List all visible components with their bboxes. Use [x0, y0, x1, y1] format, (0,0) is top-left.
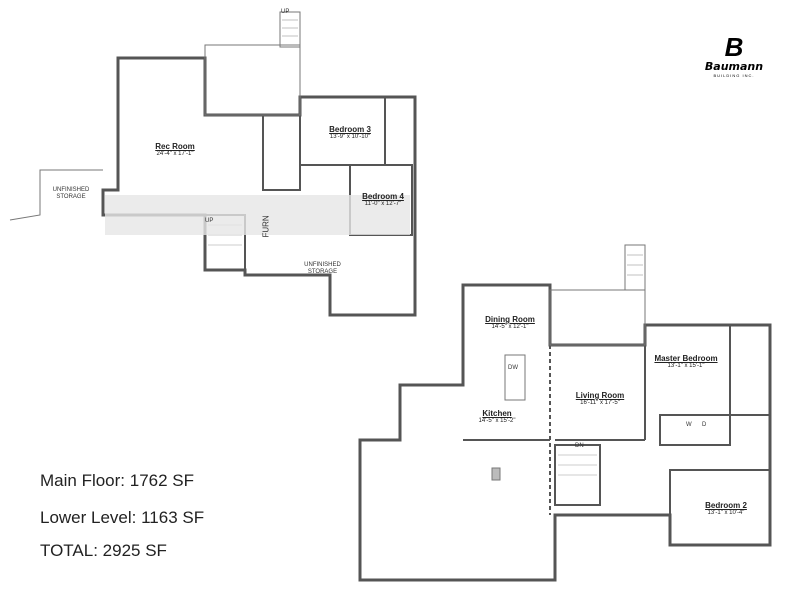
label-dryer: D: [702, 422, 707, 428]
label-up-top: UP: [281, 9, 290, 15]
label-unfinished-storage-left: UNFINISHED STORAGE: [52, 187, 90, 200]
lower-bath-walls: [262, 114, 301, 191]
lower-hallway-shading: [105, 195, 410, 235]
main-stairs-walls: [554, 444, 601, 506]
lower-deck: [204, 44, 301, 116]
main-floor-area: Main Floor: 1762 SF: [40, 471, 195, 490]
label-up-stair: UP: [205, 218, 214, 224]
garage-post: [491, 467, 501, 481]
unfinished-storage-left-outline: [9, 169, 103, 221]
label-dishwasher: DW: [508, 365, 518, 371]
kitchen-island: [504, 354, 526, 401]
total-area: TOTAL: 2925 SF: [40, 541, 167, 560]
label-furnace: FURN: [261, 215, 271, 238]
brand-name: Baumann: [704, 60, 764, 73]
main-deck: [549, 289, 646, 346]
label-unfinished-storage-right: UNFINISHED STORAGE: [304, 262, 341, 275]
label-down-stair: DN: [575, 443, 584, 449]
label-washer: W: [686, 422, 692, 428]
laundry-walls: [659, 414, 731, 446]
main-deck-stairs: [624, 244, 646, 291]
baumann-logo: B Baumann BUILDING INC.: [694, 34, 774, 78]
main-floor-outer-wall: [358, 283, 772, 582]
brand-tagline: BUILDING INC.: [713, 73, 755, 78]
bedroom2-walls: [669, 469, 771, 546]
lower-top-stairs: [279, 11, 301, 48]
lower-level-area: Lower Level: 1163 SF: [40, 508, 205, 527]
master-bath-walls: [729, 324, 771, 416]
logo-mark-icon: B: [724, 32, 744, 62]
